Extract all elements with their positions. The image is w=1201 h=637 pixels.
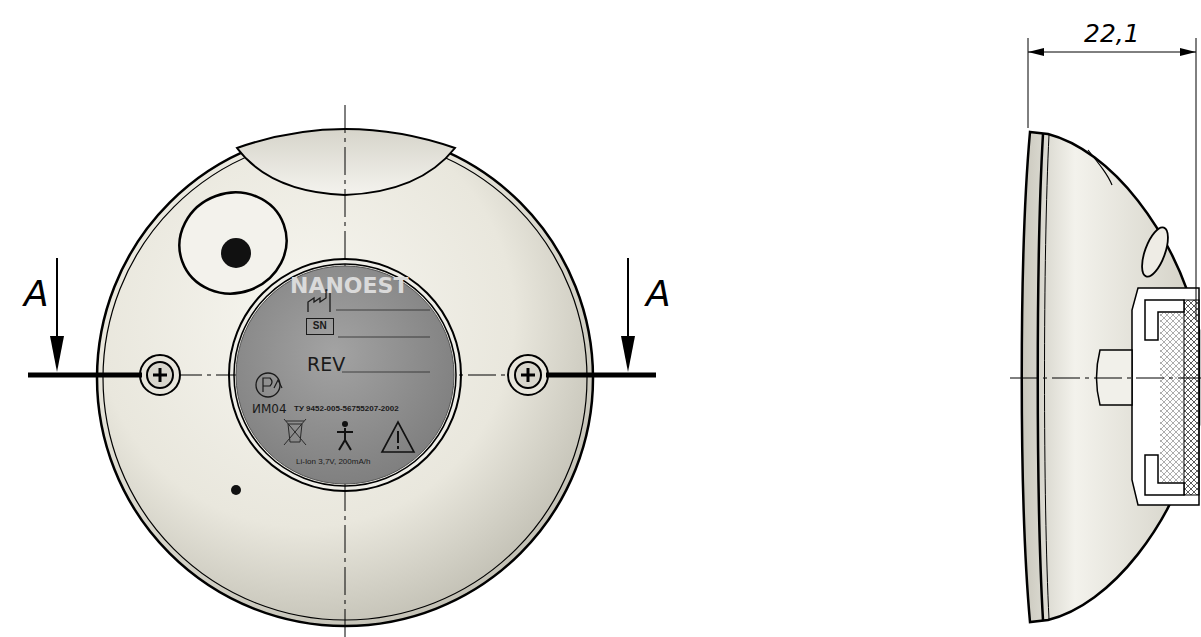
section-arrowhead xyxy=(50,336,64,372)
battery-spec: Li-Ion 3,7V, 200mA/h xyxy=(296,458,370,466)
model-code: ИМ04 xyxy=(252,403,287,415)
centerline xyxy=(1010,378,1201,379)
patient-symbol xyxy=(342,421,348,427)
screw-head xyxy=(508,355,548,395)
dimension-arrowhead xyxy=(1028,48,1044,56)
serial-box: SN xyxy=(306,318,334,335)
side-button xyxy=(1137,224,1174,280)
screw-head xyxy=(515,362,541,388)
side-groove xyxy=(1045,135,1050,619)
screw-slot xyxy=(153,368,167,382)
side-housing xyxy=(1022,132,1199,622)
section-hatch xyxy=(1184,300,1199,495)
section-arrow xyxy=(56,258,58,340)
section-letter: A xyxy=(646,276,671,312)
field-line xyxy=(338,337,430,338)
extension-line xyxy=(1196,38,1197,320)
side-window-edge xyxy=(1088,150,1112,185)
section-hatch xyxy=(1160,312,1184,483)
small-hole xyxy=(231,485,241,495)
section-cutaway xyxy=(1132,288,1199,505)
spec-number: ТУ 9452-005-56755207-2002 xyxy=(294,405,399,413)
section-letter: A xyxy=(24,276,49,312)
section-arrow xyxy=(627,258,629,340)
label-plate: NANOEST REV ИМ04 ТУ 9452-005-56755207-2002L… xyxy=(232,262,458,488)
brand-name: NANOEST xyxy=(290,275,408,297)
patient-symbol xyxy=(337,428,353,450)
field-line xyxy=(342,372,430,373)
dimension-arrowhead xyxy=(1180,48,1196,56)
field-line xyxy=(336,310,430,311)
dimension-value: 22,1 xyxy=(1084,21,1140,46)
rev-label: REV xyxy=(307,355,345,374)
weee-symbol xyxy=(284,419,306,445)
screw xyxy=(140,355,180,395)
button-dot xyxy=(221,238,251,268)
label-ring xyxy=(229,259,461,491)
serial-label: SN xyxy=(313,321,327,331)
warning-symbol xyxy=(382,422,414,452)
screw-slot xyxy=(521,368,535,382)
label-ring-inner xyxy=(234,264,456,486)
top-window xyxy=(237,129,455,195)
cert-logo xyxy=(256,373,280,397)
screw xyxy=(508,355,548,395)
screw-head xyxy=(147,362,173,388)
side-groove xyxy=(1038,134,1043,620)
cert-logo xyxy=(263,378,282,392)
plate-disc xyxy=(236,266,454,484)
section-arrowhead xyxy=(621,336,635,372)
screw-head xyxy=(140,355,180,395)
section-line xyxy=(546,373,656,378)
warning-symbol xyxy=(397,431,399,449)
dimension-line xyxy=(1028,52,1196,53)
section-line xyxy=(28,373,142,378)
